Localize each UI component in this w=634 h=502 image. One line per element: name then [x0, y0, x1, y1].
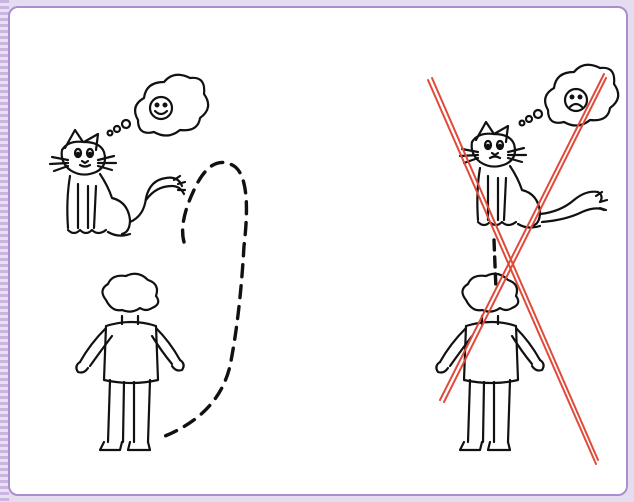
- cat-drawing-right: [460, 122, 607, 228]
- left-scene: [50, 75, 246, 450]
- red-cross-out-icon: [428, 74, 606, 464]
- person-drawing-left: [76, 274, 183, 450]
- happy-thought-cloud-icon: [108, 75, 209, 136]
- dashed-leash-path-right: [494, 240, 496, 290]
- right-scene: [428, 65, 618, 464]
- cat-drawing-left: [50, 130, 185, 236]
- dashed-leash-path-left: [160, 162, 246, 438]
